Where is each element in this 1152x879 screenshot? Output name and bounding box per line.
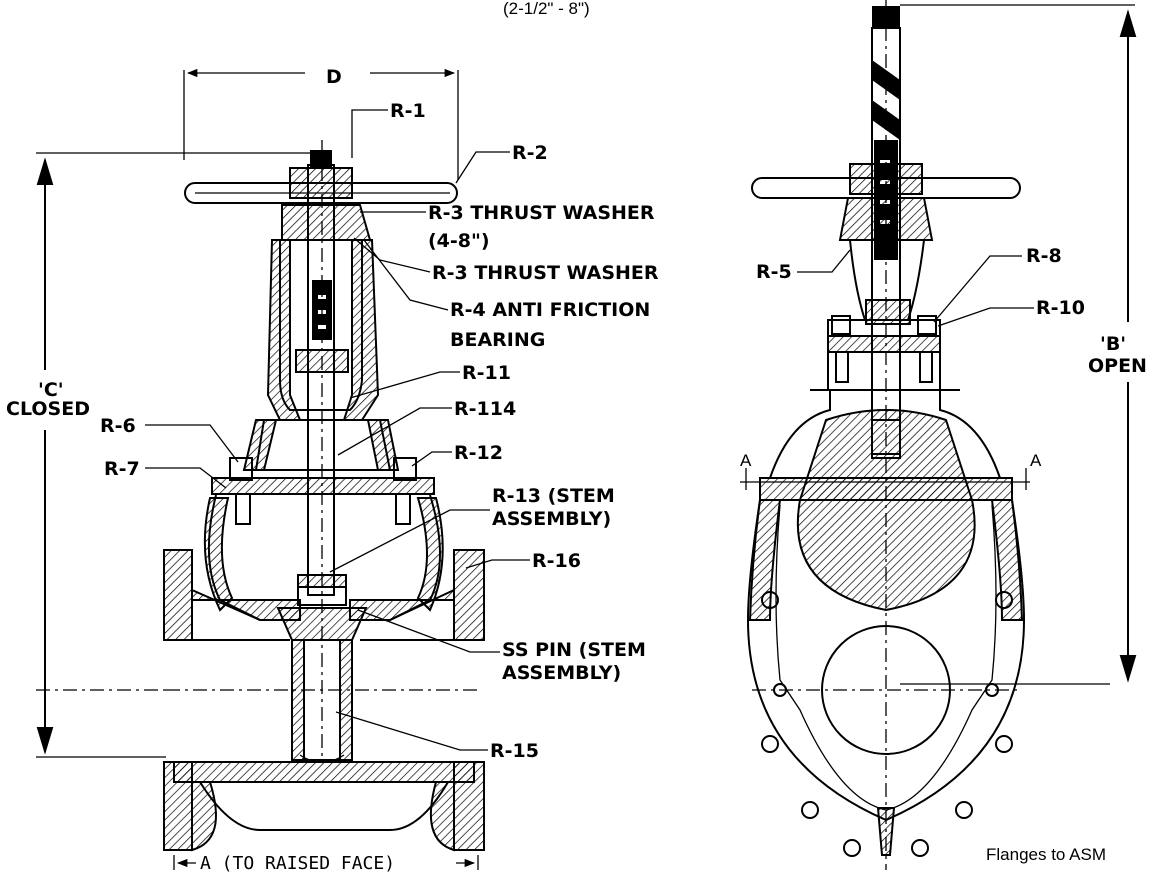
- label-r11: R-11: [462, 362, 511, 384]
- label-r114: R-114: [454, 398, 516, 420]
- body-right: [746, 389, 1026, 857]
- dimension-b: 'B' OPEN: [900, 4, 1147, 685]
- dimension-b-label-2: OPEN: [1088, 355, 1147, 377]
- leaders-right: [797, 249, 1034, 327]
- label-r6: R-6: [100, 415, 136, 437]
- dimension-a: A (TO RAISED FACE): [173, 853, 479, 874]
- leaders-left: [145, 109, 530, 751]
- flange-standard-note: Flanges to ASM: [986, 845, 1106, 864]
- right-valve-view: 'B' OPEN: [740, 0, 1147, 870]
- label-r3-thrust-washer-size: (4-8"): [428, 230, 490, 252]
- dimension-a-label: A (TO RAISED FACE): [200, 853, 395, 874]
- dimension-c: 'C' CLOSED: [6, 152, 320, 758]
- dimension-d: D: [183, 66, 459, 180]
- label-r8: R-8: [1026, 245, 1062, 267]
- body-left: [163, 494, 485, 852]
- label-r4-bearing-1: R-4 ANTI FRICTION: [450, 299, 650, 321]
- label-r4-bearing-2: BEARING: [450, 329, 545, 351]
- dimension-c-label-2: CLOSED: [6, 398, 90, 420]
- left-valve-section: D 'C' CLOSED: [6, 66, 659, 874]
- bonnet-left: [242, 204, 400, 471]
- dimension-d-label: D: [326, 66, 342, 88]
- label-r13-2: ASSEMBLY): [492, 508, 611, 530]
- label-r12: R-12: [454, 442, 503, 464]
- section-a-marks: A A: [740, 451, 1042, 490]
- dimension-c-label-1: 'C': [38, 379, 64, 401]
- label-r15: R-15: [490, 740, 539, 762]
- label-r16: R-16: [532, 550, 581, 572]
- label-r3-thrust-washer-2: R-3 THRUST WASHER: [432, 262, 659, 284]
- section-a-left-label: A: [740, 451, 752, 470]
- handwheel-left: [184, 167, 458, 204]
- label-r13-1: R-13 (STEM: [492, 485, 615, 507]
- wedge-assembly-left: [276, 574, 368, 764]
- section-a-right-label: A: [1030, 451, 1042, 470]
- label-r7: R-7: [104, 458, 140, 480]
- bonnet-flange-left: [211, 457, 435, 525]
- label-r5: R-5: [756, 261, 792, 283]
- label-r10: R-10: [1036, 297, 1085, 319]
- dimension-b-label-1: 'B': [1100, 333, 1126, 355]
- label-ss-pin-1: SS PIN (STEM: [502, 639, 646, 661]
- size-range-text: (2-1/2" - 8"): [503, 0, 590, 18]
- yoke-right: [827, 197, 941, 391]
- label-r1: R-1: [390, 100, 426, 122]
- label-r3-thrust-washer-1: R-3 THRUST WASHER: [428, 202, 655, 224]
- label-r2: R-2: [512, 142, 548, 164]
- label-ss-pin-2: ASSEMBLY): [502, 662, 621, 684]
